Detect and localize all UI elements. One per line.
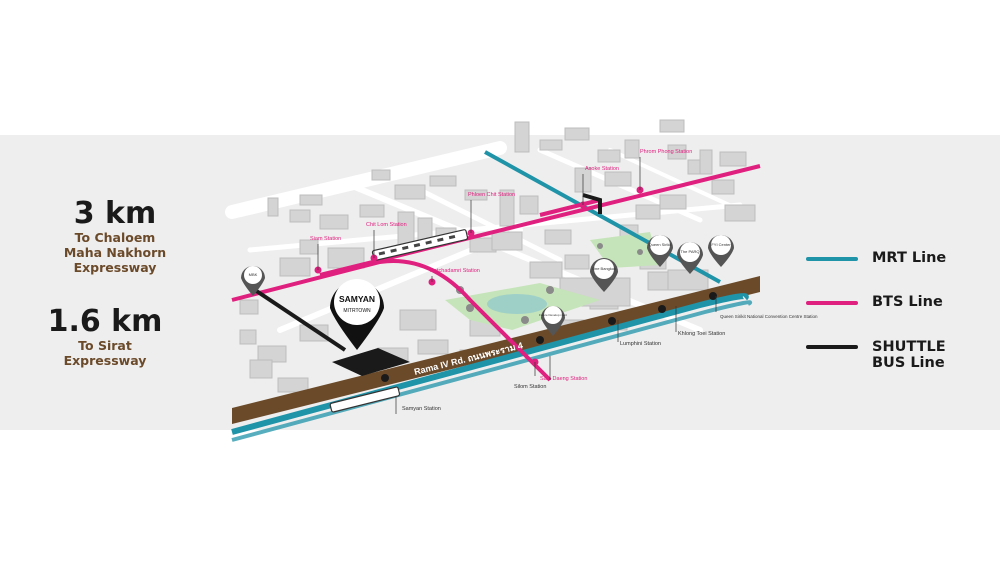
station-label-qsncc: Queen Sirikit National Convention Centre… xyxy=(720,314,818,319)
destination-line: To Chaloem xyxy=(74,230,156,245)
landmark-pin-mbk[interactable]: MBK xyxy=(241,266,265,296)
station-label-samyan: Samyan Station xyxy=(402,406,441,412)
station-label-phloen-chit: Phloen Chit Station xyxy=(468,192,515,198)
samyan-pin-title: SAMYAN xyxy=(339,294,375,304)
samyan-mitrtown-pin[interactable]: SAMYAN MITRTOWN xyxy=(330,279,384,350)
map-band-background xyxy=(0,135,1000,430)
station-label-silom: Silom Station xyxy=(514,384,546,390)
legend-label: BTS Line xyxy=(872,294,943,310)
destination-line: Maha Nakhorn xyxy=(63,245,167,260)
buildings xyxy=(239,119,756,393)
shuttle-bus-line xyxy=(253,193,602,352)
destination-line: To Sirat xyxy=(78,338,132,353)
landmark-pin-fyi-center[interactable]: FYI Center xyxy=(708,235,734,267)
landmark-label: The PARQ xyxy=(680,249,699,254)
station-leader-lines xyxy=(317,157,717,414)
station-label-chit-lom: Chit Lom Station xyxy=(366,222,407,228)
station-label-sala-daeng: Sala Daeng Station xyxy=(540,376,587,382)
station-label-lumphini: Lumphini Station xyxy=(620,341,661,347)
landmark-pin-the-parq[interactable]: The PARQ xyxy=(677,242,703,274)
station-label-ratchadamri: Ratchadamri Station xyxy=(430,268,480,274)
station-label-khlong-toei: Khlong Toei Station xyxy=(678,331,725,337)
distance-sirat: 1.6 km To Sirat Expressway xyxy=(30,304,180,369)
landmark-label: One Bangkok xyxy=(592,266,616,271)
distance-chaloem: 3 km To Chaloem Maha Nakhorn Expressway xyxy=(40,196,190,276)
landmark-label: FYI Center xyxy=(711,242,731,247)
station-label-asoke: Asoke Station xyxy=(585,166,619,172)
samyan-pin-subtitle: MITRTOWN xyxy=(343,308,371,314)
landmark-pin-queen-sirikit[interactable]: Queen Sirikit xyxy=(647,235,673,267)
landmark-label: Queen Sirikit xyxy=(649,242,673,247)
destination-line: Expressway xyxy=(63,353,147,368)
landmark-label: Future Develop ment xyxy=(539,313,567,317)
landmark-pin-one-bangkok[interactable]: One Bangkok xyxy=(590,258,618,292)
rama-iv-road xyxy=(232,276,760,424)
legend-swatch xyxy=(806,301,858,305)
legend-swatch xyxy=(806,345,858,349)
mrt-train xyxy=(329,386,401,413)
distance-value: 3 km xyxy=(73,196,157,231)
station-label-siam: Siam Station xyxy=(310,236,341,242)
legend-swatch xyxy=(806,257,858,261)
destination-line: Expressway xyxy=(73,260,157,275)
distance-value: 1.6 km xyxy=(47,304,163,339)
legend-label: MRT Line xyxy=(872,250,947,266)
landmark-pin-future-development[interactable]: Future Develop ment xyxy=(539,306,567,336)
samyan-building-block xyxy=(332,348,410,376)
landmark-label: MBK xyxy=(249,272,258,277)
station-label-phrom-phong: Phrom Phong Station xyxy=(640,149,692,155)
legend-label: SHUTTLE BUS Line xyxy=(872,339,946,371)
